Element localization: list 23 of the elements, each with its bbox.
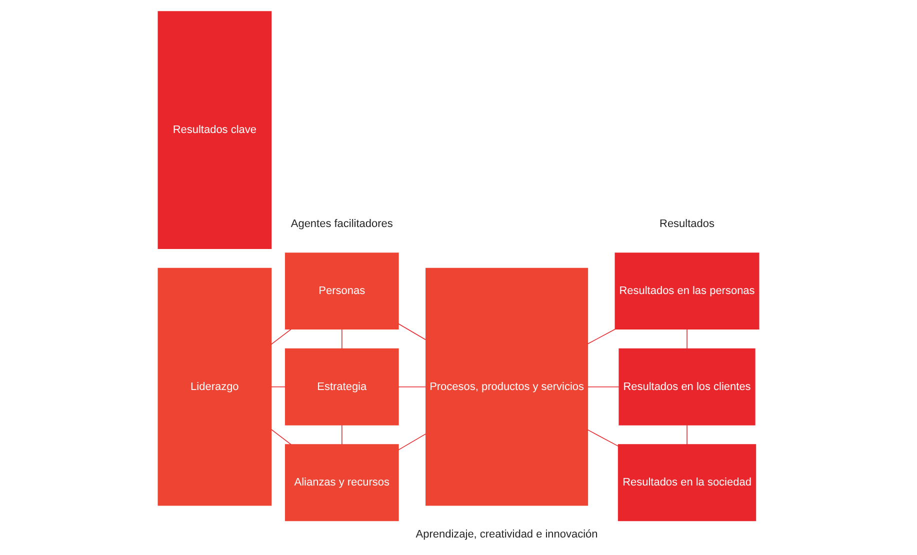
node-box: Alianzas y recursos [284,444,399,522]
connector [587,429,618,446]
node-box: Resultados en la sociedad [618,444,756,522]
node-box: Liderazgo [158,268,272,506]
node-box: Resultados en las personas [614,252,760,330]
connector [587,386,620,388]
connector [686,328,688,350]
connector [398,386,426,388]
node-box: Resultados en los clientes [618,348,756,426]
label: Agentes facilitadores [290,218,393,230]
label: Aprendizaje, creatividad e innovación [416,528,598,540]
node-box: Estrategia [284,348,399,426]
connector [398,323,426,340]
label: Resultados [660,218,714,230]
connector [270,429,292,445]
connector [686,424,688,445]
connector [587,328,616,344]
connector [398,434,426,450]
node-box: Procesos, productos y servicios [426,268,588,506]
node-box: Resultados clave [158,11,272,250]
node-box: Personas [284,252,399,330]
connector [270,328,292,345]
connector [270,386,286,388]
